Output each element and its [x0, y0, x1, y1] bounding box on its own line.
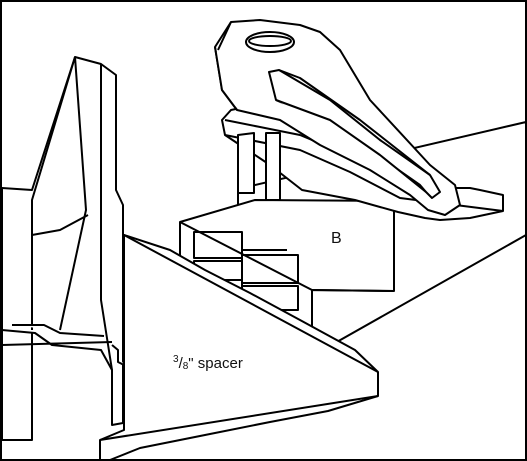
left-fence	[1, 56, 125, 441]
spacer-fraction-numerator: 3	[173, 354, 179, 365]
spacer-fraction-slash: /	[178, 355, 183, 372]
overhead-arm	[214, 19, 504, 221]
part-b-label: B	[331, 230, 342, 247]
spacer-label: 3/8" spacer	[173, 355, 243, 372]
spacer-plate	[99, 234, 379, 461]
spacer-fraction-denominator: 8	[182, 361, 189, 372]
spacer-label-text: " spacer	[188, 355, 243, 372]
